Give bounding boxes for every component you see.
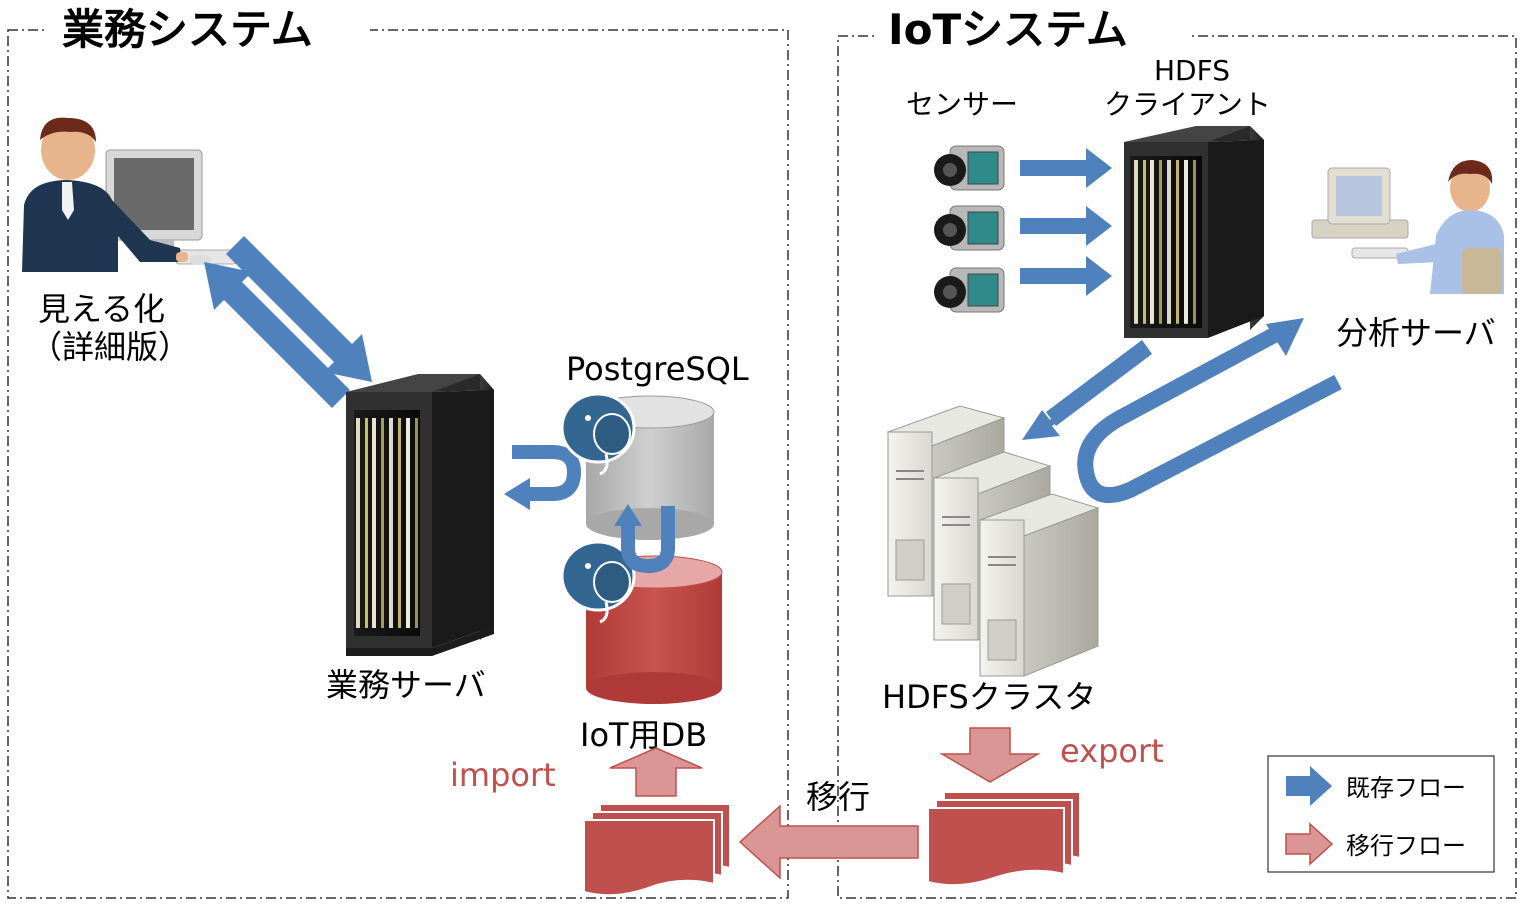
- import-arrow: [609, 747, 703, 797]
- business-server-label: 業務サーバ: [326, 666, 486, 704]
- business-system-section: 業務システム: [7, 5, 789, 899]
- import-label: import: [450, 756, 556, 794]
- sensor-icon: [934, 205, 1005, 251]
- hdfs-client-label-line1: HDFS: [1154, 54, 1230, 87]
- iot-db-label: IoT用DB: [580, 716, 707, 754]
- legend-migration-flow-icon: [1285, 822, 1334, 866]
- legend: 既存フロー 移行フロー: [1267, 755, 1495, 873]
- legend-migration-flow-label: 移行フロー: [1346, 832, 1466, 860]
- legend-existing-flow-label: 既存フロー: [1346, 774, 1466, 802]
- postgresql-elephant-icon: [560, 392, 636, 476]
- import-document-stack-icon: [583, 803, 731, 897]
- sensor-icon: [934, 267, 1005, 313]
- db-roundtrip-arrow: [504, 445, 582, 510]
- iot-system-title: IoTシステム: [888, 5, 1128, 54]
- db-link-arrow: [614, 504, 675, 574]
- migration-label: 移行: [806, 778, 870, 816]
- analysis-roundtrip-arrow: [1077, 318, 1342, 504]
- sensor-label: センサー: [906, 88, 1018, 121]
- hdfs-client-icon: [1124, 126, 1264, 338]
- iot-system-section: IoTシステム: [837, 5, 1517, 899]
- business-system-title: 業務システム: [62, 5, 313, 54]
- hdfs-cluster-icon: [886, 405, 1100, 677]
- hdfs-cluster-label: HDFSクラスタ: [882, 678, 1096, 716]
- client-to-cluster-arrow: [1022, 340, 1152, 440]
- migration-arrow: [738, 804, 919, 880]
- analysis-server-label: 分析サーバ: [1336, 314, 1496, 352]
- business-user-icon: [22, 117, 237, 272]
- export-label: export: [1060, 732, 1164, 770]
- sensor-icon: [934, 145, 1005, 191]
- export-arrow: [939, 727, 1041, 783]
- hdfs-client-label-line2: クライアント: [1104, 88, 1271, 121]
- postgresql-label: PostgreSQL: [566, 350, 749, 388]
- sensor-flow-arrows: [1020, 148, 1112, 296]
- visualization-label-line1: 見える化: [38, 290, 165, 328]
- legend-existing-flow-icon: [1286, 766, 1332, 806]
- business-server-icon: [346, 374, 494, 656]
- visualization-label-line2: （詳細版）: [30, 328, 190, 366]
- analyst-user-icon: [1311, 160, 1504, 294]
- iot-db-elephant-icon: [560, 540, 636, 624]
- export-document-stack-icon: [927, 791, 1081, 887]
- existing-flow-arrow: [204, 236, 372, 408]
